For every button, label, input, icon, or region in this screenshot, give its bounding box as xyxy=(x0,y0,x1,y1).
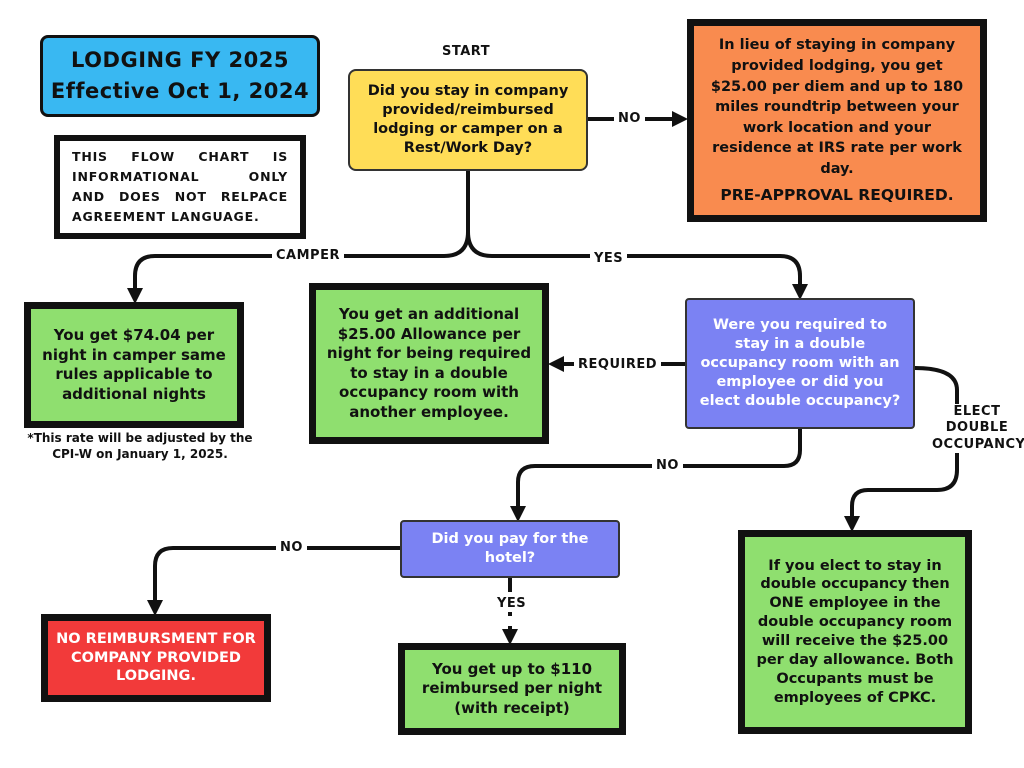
additional-allowance-text: You get an additional $25.00 Allowance p… xyxy=(326,305,532,421)
title-line-2: Effective Oct 1, 2024 xyxy=(50,79,310,103)
no-reimbursement-text: NO REIMBURSMENT FOR COMPANY PROVIDED LOD… xyxy=(56,630,256,685)
label-elect-line-1: ELECT xyxy=(953,404,1001,419)
label-no-start: NO xyxy=(614,111,645,127)
label-required: REQUIRED xyxy=(574,357,662,373)
title-box: LODGING FY 2025 Effective Oct 1, 2024 xyxy=(40,35,320,117)
connector-elect xyxy=(844,366,959,532)
camper-footnote: *This rate will be adjusted by the CPI-W… xyxy=(27,431,253,461)
disclaimer-box: THIS FLOW CHART IS INFORMATIONAL ONLY AN… xyxy=(54,135,306,239)
hotel-question-box: Did you pay for the hotel? xyxy=(400,520,620,578)
connector-start-to-double xyxy=(466,231,808,300)
camper-text: You get $74.04 per night in camper same … xyxy=(42,326,226,403)
label-elect-line-2: DOUBLE xyxy=(945,420,1009,436)
disclaimer-line-3: AND DOES NOT RELPACE xyxy=(72,189,288,204)
no-reimbursement-box: NO REIMBURSMENT FOR COMPANY PROVIDED LOD… xyxy=(41,614,271,702)
label-elect-double-occupancy: ELECT DOUBLE OCCUPANCY xyxy=(932,404,1024,453)
per-diem-text: In lieu of staying in company provided l… xyxy=(710,37,964,177)
label-yes-start: YES xyxy=(590,251,628,267)
connector-hotel-no xyxy=(147,546,400,616)
label-no-double: NO xyxy=(652,458,683,474)
elect-double-occupancy-box: If you elect to stay in double occupancy… xyxy=(738,530,972,734)
camper-box: You get $74.04 per night in camper same … xyxy=(24,302,244,428)
disclaimer-line-2: INFORMATIONAL ONLY xyxy=(72,169,288,184)
elect-double-occupancy-text: If you elect to stay in double occupancy… xyxy=(756,557,954,706)
disclaimer-line-4: AGREEMENT LANGUAGE. xyxy=(72,209,260,224)
start-question-box: Did you stay in company provided/reimbur… xyxy=(348,69,588,171)
disclaimer-line-1: THIS FLOW CHART IS xyxy=(72,149,288,164)
start-question-text: Did you stay in company provided/reimbur… xyxy=(367,83,569,156)
double-occupancy-question-box: Were you required to stay in a double oc… xyxy=(685,298,915,429)
start-label: START xyxy=(438,44,495,60)
hotel-reimbursement-box: You get up to $110 reimbursed per night … xyxy=(398,643,626,735)
label-yes-hotel: YES xyxy=(493,596,531,612)
hotel-reimbursement-text: You get up to $110 reimbursed per night … xyxy=(421,659,603,717)
title-line-1: LODGING FY 2025 xyxy=(71,47,289,72)
per-diem-box: In lieu of staying in company provided l… xyxy=(687,19,987,222)
per-diem-emphasis: PRE-APPROVAL REQUIRED. xyxy=(720,185,954,204)
double-occupancy-question-text: Were you required to stay in a double oc… xyxy=(699,317,901,409)
label-no-hotel: NO xyxy=(276,540,307,556)
additional-allowance-box: You get an additional $25.00 Allowance p… xyxy=(309,283,549,444)
label-camper: CAMPER xyxy=(272,248,344,264)
label-elect-line-3: OCCUPANCY xyxy=(932,436,1024,452)
hotel-question-text: Did you pay for the hotel? xyxy=(431,531,589,566)
